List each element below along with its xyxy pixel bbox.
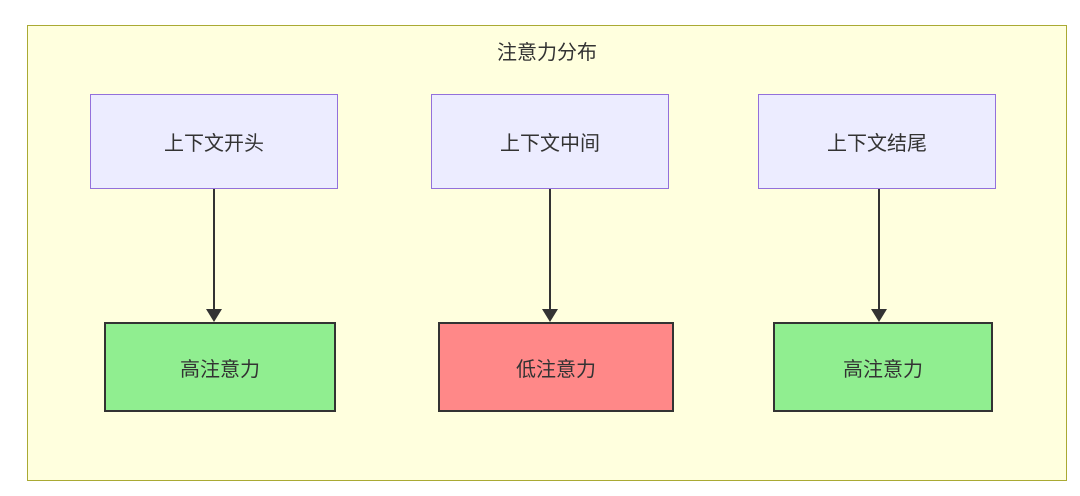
node-context-start: 上下文开头 — [90, 94, 338, 189]
arrow-shaft — [878, 189, 880, 309]
node-context-end: 上下文结尾 — [758, 94, 996, 189]
node-context-end-label: 上下文结尾 — [827, 133, 927, 155]
arrowhead-down-icon — [871, 309, 887, 322]
arrow-end-to-high-icon — [871, 189, 887, 322]
node-low-attention-label: 低注意力 — [516, 358, 596, 381]
diagram-title: 注意力分布 — [497, 42, 597, 64]
node-high-attention-left-label: 高注意力 — [180, 358, 260, 381]
attention-distribution-frame: 注意力分布 上下文开头 上下文中间 上下文结尾 高注意力 低注意力 — [27, 25, 1067, 481]
node-high-attention-left: 高注意力 — [104, 322, 336, 412]
arrow-shaft — [549, 189, 551, 309]
arrowhead-down-icon — [206, 309, 222, 322]
arrow-middle-to-low-icon — [542, 189, 558, 322]
node-high-attention-right: 高注意力 — [773, 322, 993, 412]
node-low-attention: 低注意力 — [438, 322, 674, 412]
arrow-shaft — [213, 189, 215, 309]
node-high-attention-right-label: 高注意力 — [843, 358, 923, 381]
node-context-middle-label: 上下文中间 — [500, 133, 600, 155]
arrow-start-to-high-icon — [206, 189, 222, 322]
node-context-start-label: 上下文开头 — [164, 133, 264, 155]
node-context-middle: 上下文中间 — [431, 94, 669, 189]
arrowhead-down-icon — [542, 309, 558, 322]
